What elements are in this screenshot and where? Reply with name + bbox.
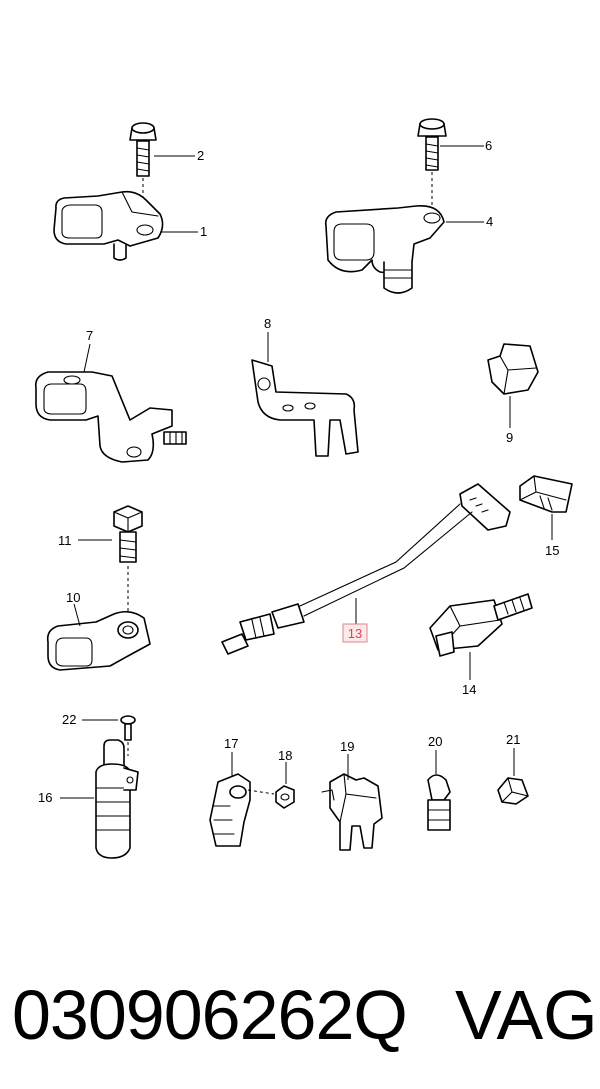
part-11-bolt [78,505,143,614]
part-16-sensor [60,739,139,859]
callout-13[interactable]: 13 [348,626,362,641]
part-8-bracket [251,332,359,457]
footer: 030906262Q VAG [0,955,600,1075]
callout-2: 2 [197,148,204,163]
part-20-clip [427,750,451,831]
callout-7: 7 [86,328,93,343]
part-10-sensor [46,603,151,671]
callout-13-highlight [342,623,368,643]
part-7-sensor [34,343,187,463]
callout-15: 15 [545,543,559,558]
part-19-bracket [321,754,383,851]
callout-20: 20 [428,734,442,749]
part-9-clip [487,343,539,428]
part-4-sensor [324,205,484,294]
callout-6: 6 [485,138,492,153]
callout-21: 21 [506,732,520,747]
callout-9: 9 [506,430,513,445]
callout-11: 11 [58,533,72,548]
part-18-nut [247,762,295,809]
part-17-bracket [209,752,251,847]
part-6-bolt [417,118,484,210]
callout-22: 22 [62,712,76,727]
callout-16: 16 [38,790,52,805]
part-13-sensor [221,483,511,655]
parts-diagram: 2 1 6 4 7 8 9 15 11 10 13 14 22 16 17 18… [34,118,573,859]
part-number: 030906262Q [12,976,408,1054]
part-22-screw [82,715,136,756]
part-15-connector [519,475,573,540]
part-1-sensor [53,190,198,261]
callout-10: 10 [66,590,80,605]
callout-18: 18 [278,748,292,763]
brand-name: VAG [455,976,598,1054]
part-14-connector [429,593,533,680]
part-21-clip [497,748,529,805]
callout-1: 1 [200,224,207,239]
callout-14: 14 [462,682,476,697]
callout-17: 17 [224,736,238,751]
callout-8: 8 [264,316,271,331]
callout-19: 19 [340,739,354,754]
callout-4: 4 [486,214,493,229]
